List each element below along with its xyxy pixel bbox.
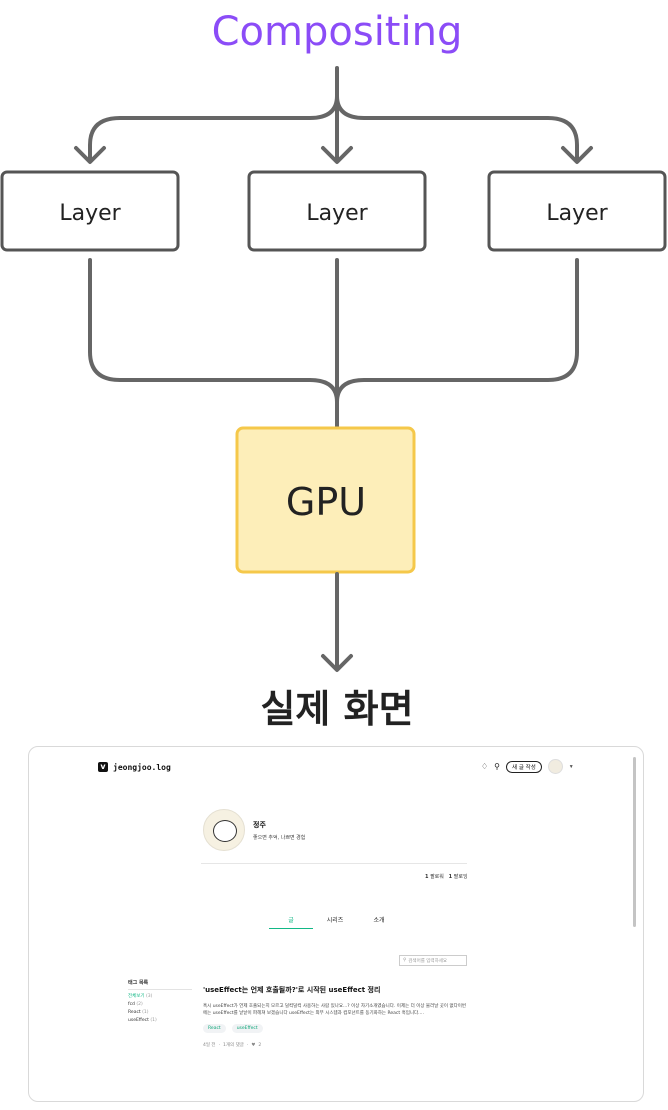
tag-item[interactable]: useEffect (1) bbox=[128, 1018, 157, 1023]
search-placeholder: 검색어를 입력하세요 bbox=[408, 958, 447, 964]
tab-posts[interactable]: 글 bbox=[269, 915, 313, 929]
connector-from-layer-left bbox=[88, 258, 339, 404]
arrowhead-center bbox=[321, 146, 353, 164]
scrollbar[interactable] bbox=[633, 757, 636, 927]
connector-to-layer-left bbox=[88, 94, 339, 162]
gpu-box: GPU bbox=[235, 426, 416, 574]
heart-icon: ♥ bbox=[251, 1042, 256, 1048]
chevron-down-icon[interactable]: ▼ bbox=[568, 763, 574, 770]
layer-box-1: Layer bbox=[0, 170, 180, 252]
post-title[interactable]: 'useEffect는 언제 호출될까?'로 시작된 useEffect 정리 bbox=[203, 986, 381, 994]
profile: 정주 좋으면 추억, 나쁘면 경험 bbox=[203, 809, 305, 851]
connector-from-layer-right bbox=[335, 258, 579, 404]
followers-label[interactable]: 팔로워 bbox=[430, 874, 444, 880]
tag-list: 태그 목록 전체보기 (3) fcd (2) React (1) useEffe… bbox=[128, 979, 192, 1023]
post-tag-chip[interactable]: React bbox=[203, 1024, 226, 1033]
post-time: 4일 전 bbox=[203, 1043, 216, 1048]
result-label: 실제 화면 bbox=[260, 687, 413, 731]
connector-to-layer-right bbox=[335, 94, 579, 162]
logo-mark: v bbox=[98, 762, 108, 772]
layer-box-3: Layer bbox=[487, 170, 667, 252]
post-body[interactable]: 혹시 useEffect가 언제 호출되는지 모르고 덜컥덜컥 사용하는 사람 … bbox=[203, 1004, 467, 1016]
profile-name: 정주 bbox=[253, 820, 266, 829]
blog-logo[interactable]: v jeongjoo.log bbox=[98, 762, 171, 772]
new-post-button[interactable]: 새 글 작성 bbox=[506, 760, 542, 773]
gpu-label: GPU bbox=[286, 480, 366, 524]
profile-avatar bbox=[203, 809, 245, 851]
merge-connectors bbox=[88, 258, 579, 430]
diagram-title: Compositing bbox=[212, 9, 463, 55]
layer-label-2: Layer bbox=[306, 201, 368, 226]
following-label[interactable]: 팔로잉 bbox=[453, 874, 468, 880]
post-meta: 4일 전 · 1개의 댓글 · ♥ 2 bbox=[203, 1042, 262, 1049]
tag-list-title: 태그 목록 bbox=[128, 979, 192, 990]
tag-item[interactable]: React (1) bbox=[128, 1010, 149, 1015]
search-icon: ⚲ bbox=[403, 958, 407, 963]
post-tag-chip[interactable]: useEffect bbox=[231, 1024, 263, 1033]
post-tags: React useEffect bbox=[203, 1024, 469, 1033]
output-connector bbox=[321, 572, 353, 672]
profile-desc: 좋으면 추억, 나쁘면 경험 bbox=[253, 834, 306, 841]
profile-divider bbox=[201, 863, 467, 864]
follow-stats: 1 팔로워 1 팔로잉 bbox=[425, 873, 468, 880]
avatar[interactable] bbox=[547, 759, 563, 774]
followers-count[interactable]: 1 bbox=[425, 874, 429, 880]
screenshot-frame: v jeongjoo.log ♢ ⚲ 새 글 작성 ▼ 정주 좋으면 추억, 나… bbox=[28, 746, 644, 1102]
tab-series[interactable]: 시리즈 bbox=[326, 917, 344, 924]
header-actions: ♢ ⚲ 새 글 작성 ▼ bbox=[481, 759, 574, 774]
compositing-diagram: Compositing Layer Layer Layer GPU 실제 화면 bbox=[0, 9, 667, 731]
post-likes: 2 bbox=[258, 1042, 262, 1048]
search-input[interactable]: ⚲ 검색어를 입력하세요 bbox=[399, 955, 467, 966]
content-tabs: 글 시리즈 소개 bbox=[269, 915, 401, 929]
arrowhead-output bbox=[321, 654, 353, 672]
bell-icon[interactable]: ♢ bbox=[481, 761, 489, 771]
layer-box-2: Layer bbox=[247, 170, 427, 252]
search-icon[interactable]: ⚲ bbox=[494, 761, 501, 771]
fan-out-connectors bbox=[74, 66, 593, 164]
following-count[interactable]: 1 bbox=[448, 874, 453, 880]
arrowhead-right bbox=[561, 146, 593, 164]
post-comments: 1개의 댓글 bbox=[223, 1043, 244, 1048]
layer-label-3: Layer bbox=[546, 201, 608, 226]
post-card: 'useEffect는 언제 호출될까?'로 시작된 useEffect 정리 … bbox=[203, 985, 469, 1048]
logo-text: jeongjoo.log bbox=[113, 762, 171, 772]
layer-label-1: Layer bbox=[59, 201, 121, 226]
tag-item[interactable]: 전체보기 (3) bbox=[128, 994, 153, 999]
tab-about[interactable]: 소개 bbox=[373, 917, 385, 924]
arrowhead-left bbox=[74, 146, 106, 164]
tag-item[interactable]: fcd (2) bbox=[128, 1002, 143, 1007]
